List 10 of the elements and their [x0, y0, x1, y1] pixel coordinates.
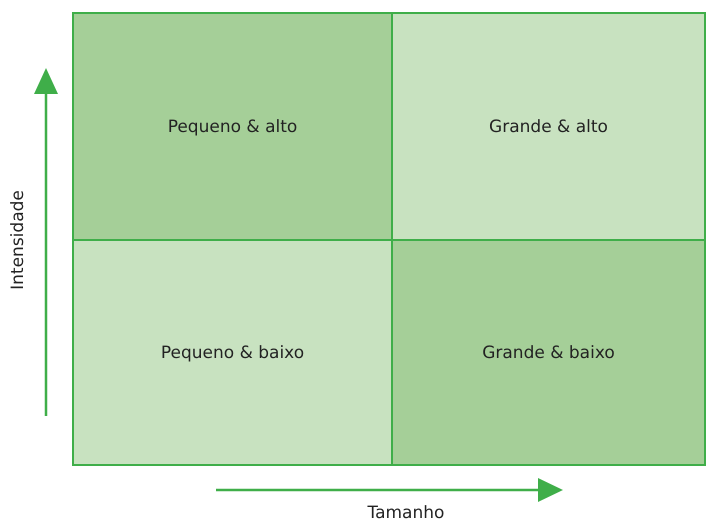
quadrant-cell: [72, 239, 393, 466]
quadrant-label: Pequeno & baixo: [160, 342, 304, 362]
quadrant-cell: [391, 239, 706, 466]
quadrant-cell: [72, 12, 393, 241]
quadrant-label: Grande & alto: [489, 116, 608, 136]
quadrant-label: Pequeno & alto: [168, 116, 298, 136]
axis-label: Intensidade: [8, 190, 28, 290]
axis-label: Tamanho: [368, 503, 444, 522]
quadrant-cell: [391, 12, 706, 241]
quadrant-label: Grande & baixo: [482, 342, 615, 362]
